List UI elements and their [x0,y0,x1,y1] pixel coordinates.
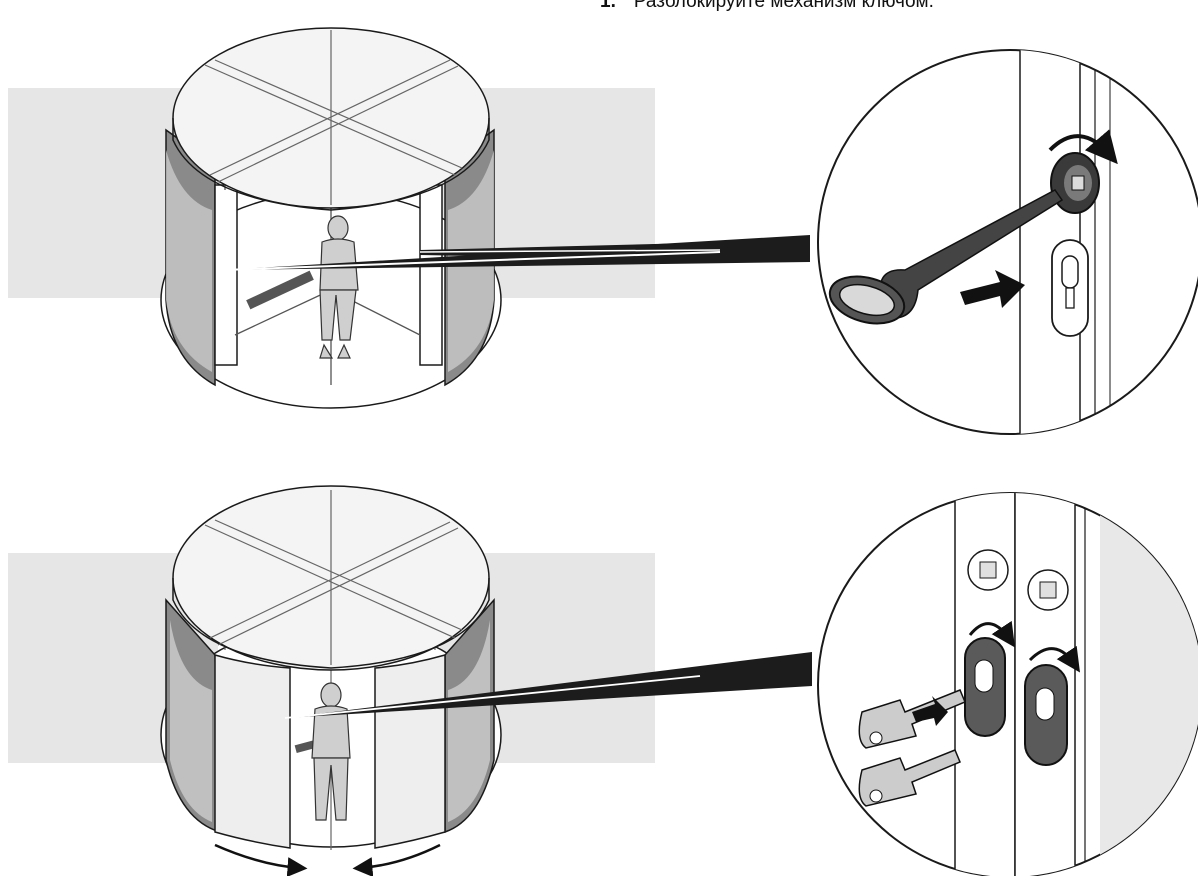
detail-key-unlock [818,40,1198,460]
revolving-door-top [8,28,655,408]
arrows-converge-icon [215,845,440,868]
detail-double-keys [818,480,1198,876]
revolving-door-bottom [8,486,655,868]
